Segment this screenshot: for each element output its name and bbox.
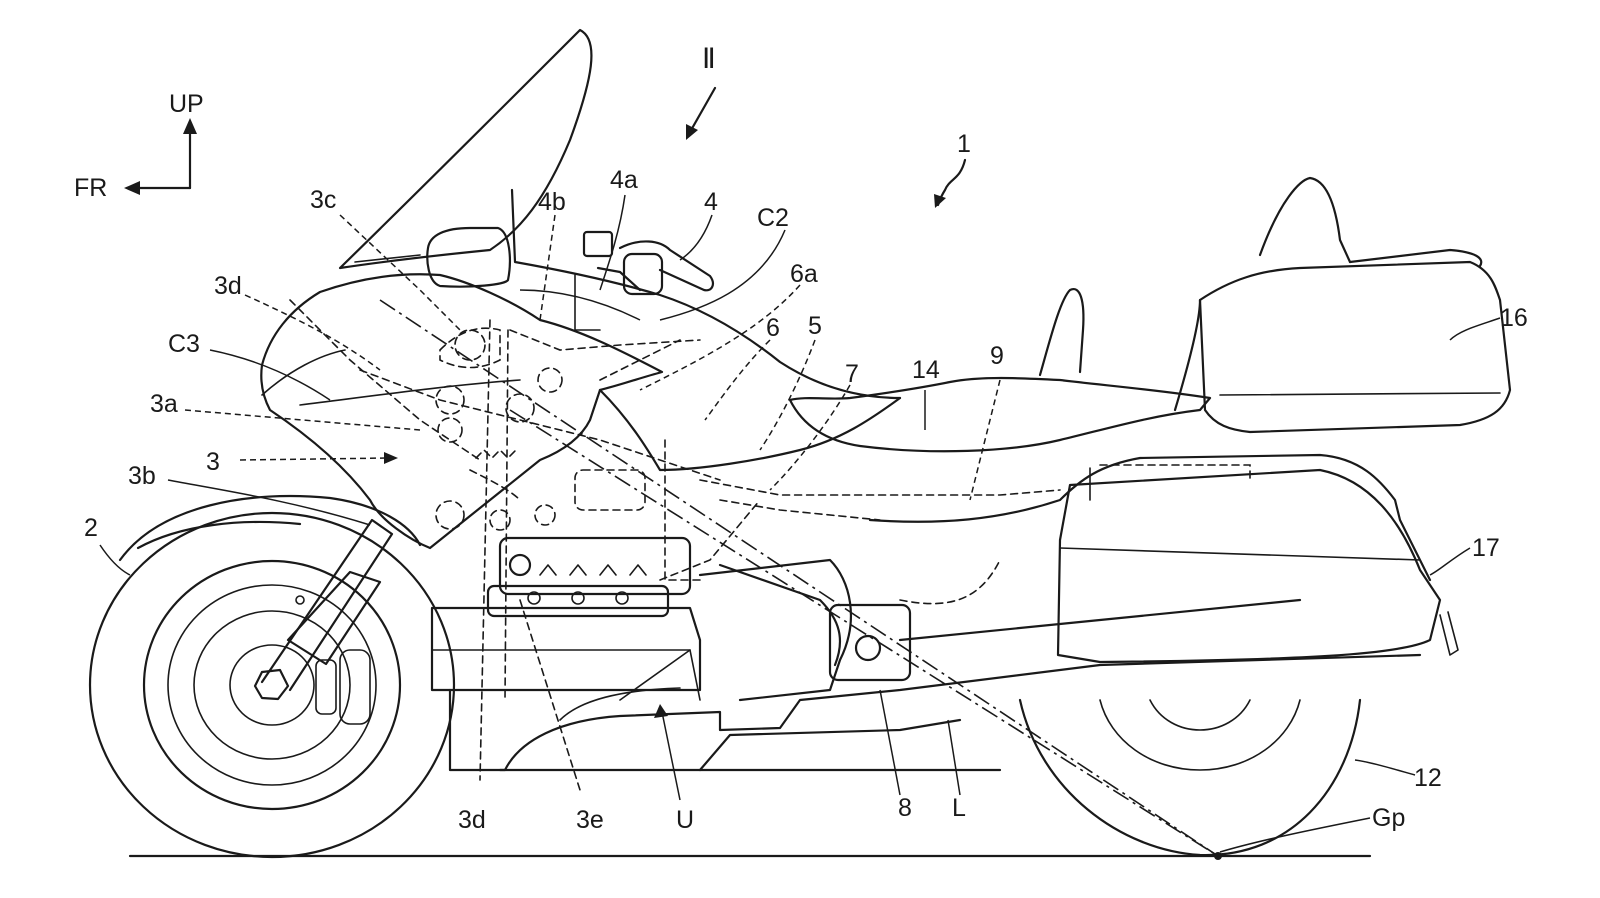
front-fairing <box>260 273 664 550</box>
hidden-components <box>289 299 1251 791</box>
label-4: 4 <box>704 188 718 216</box>
label-3b: 3b <box>128 462 156 490</box>
lower-cowl <box>448 653 1422 772</box>
label-1: 1 <box>957 130 971 158</box>
label-4a: 4a <box>610 166 638 194</box>
fuel-tank-line <box>510 188 902 400</box>
label-3d-bottom: 3d <box>458 806 486 834</box>
view-arrow <box>688 86 717 134</box>
pivot-cover <box>828 603 912 682</box>
label-fr: FR <box>74 174 107 202</box>
label-5: 5 <box>808 312 822 340</box>
top-box-lid <box>1348 248 1483 268</box>
label-14: 14 <box>912 356 940 384</box>
label-c2: C2 <box>757 204 789 232</box>
label-2: 2 <box>84 514 98 542</box>
frame-cover-inner <box>718 563 842 667</box>
pivot-bolt <box>854 634 882 662</box>
front-wheel <box>88 511 456 859</box>
line-L <box>379 299 1219 857</box>
label-gp: Gp <box>1372 804 1405 832</box>
front-fork <box>260 518 394 692</box>
leader-lines <box>99 194 1501 853</box>
label-4b: 4b <box>538 188 566 216</box>
label-6: 6 <box>766 314 780 342</box>
tail-reflector <box>1439 611 1459 656</box>
label-16: 16 <box>1500 304 1528 332</box>
rear-wheel <box>1018 698 1362 857</box>
fuel-tank <box>598 388 902 472</box>
label-9: 9 <box>990 342 1004 370</box>
top-box-seam <box>1219 392 1501 396</box>
label-view-marker: Ⅱ <box>702 44 716 75</box>
label-u: U <box>676 806 694 834</box>
orientation-indicator <box>124 118 197 195</box>
fairing-inner-line <box>261 349 346 396</box>
exhaust-bottom <box>698 718 962 772</box>
front-fender-inner <box>136 520 302 550</box>
top-box <box>1198 260 1512 434</box>
saddlebag <box>1056 468 1442 664</box>
engine-cylinder-head <box>486 536 692 618</box>
handlebar <box>574 230 714 331</box>
seat <box>788 376 1212 453</box>
label-8: 8 <box>898 794 912 822</box>
exhaust-pipe <box>559 687 681 721</box>
label-12: 12 <box>1414 764 1442 792</box>
label-c3: C3 <box>168 330 200 358</box>
frame-cover <box>698 558 852 702</box>
label-up: UP <box>169 90 204 118</box>
front-fender <box>118 494 422 562</box>
label-3a: 3a <box>150 390 178 418</box>
passenger-backrest <box>1258 176 1352 264</box>
swingarm <box>898 598 1302 642</box>
mirror <box>426 226 511 288</box>
label-3c: 3c <box>310 186 336 214</box>
center-line <box>509 409 1219 857</box>
label-3d-top: 3d <box>214 272 242 300</box>
windscreen-base <box>354 254 421 263</box>
label-3e: 3e <box>576 806 604 834</box>
engine-crankcase <box>430 606 702 692</box>
rear-body-line <box>868 453 1432 582</box>
windscreen <box>338 28 593 270</box>
saddlebag-seam <box>1059 547 1421 561</box>
label-7: 7 <box>845 360 859 388</box>
top-box-mount <box>1173 298 1202 412</box>
label-17: 17 <box>1472 534 1500 562</box>
label-3: 3 <box>206 448 220 476</box>
fairing-crease <box>299 379 521 406</box>
label-l: L <box>952 794 966 822</box>
rider-backrest <box>1038 287 1085 377</box>
label-6a: 6a <box>790 260 818 288</box>
exhaust-pipe-bend <box>619 649 701 701</box>
